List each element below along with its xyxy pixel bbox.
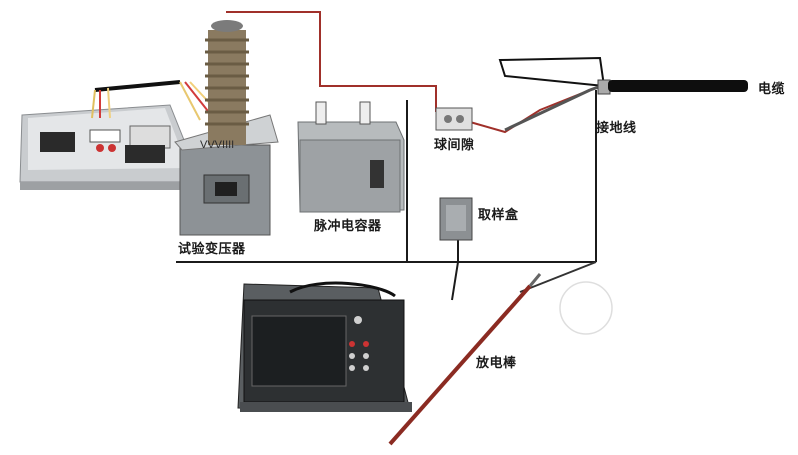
insulator-icon: [205, 20, 249, 145]
test-transformer-label: 试验变压器: [178, 242, 246, 257]
sampling-box-label: 取样盒: [478, 208, 519, 223]
sampling-box: [439, 197, 473, 241]
test-transformer: VVVIIII: [174, 20, 279, 236]
control-box: [19, 104, 197, 190]
ground-wiring: [176, 90, 597, 301]
grounding-wire-label: 接地线: [596, 121, 637, 136]
svg-text:VVVIIII: VVVIIII: [200, 139, 234, 151]
cable-label: 电缆: [758, 82, 786, 97]
ball-gap: [435, 107, 473, 131]
test-instrument: [237, 281, 412, 412]
instrument-screen: [251, 315, 347, 387]
ball-gap-label: 球间隙: [434, 138, 475, 153]
discharge-rod: [388, 261, 597, 446]
decorative-circle: [559, 281, 613, 335]
display-icon: [40, 132, 75, 152]
cable-icon: [608, 80, 748, 92]
hv-wiring: [226, 11, 601, 134]
indicator-icon: [96, 144, 104, 152]
cable-termination: [498, 56, 748, 132]
pulse-capacitor-label: 脉冲电容器: [314, 219, 382, 234]
discharge-rod-label: 放电棒: [476, 356, 517, 371]
pulse-capacitor: [297, 101, 405, 213]
